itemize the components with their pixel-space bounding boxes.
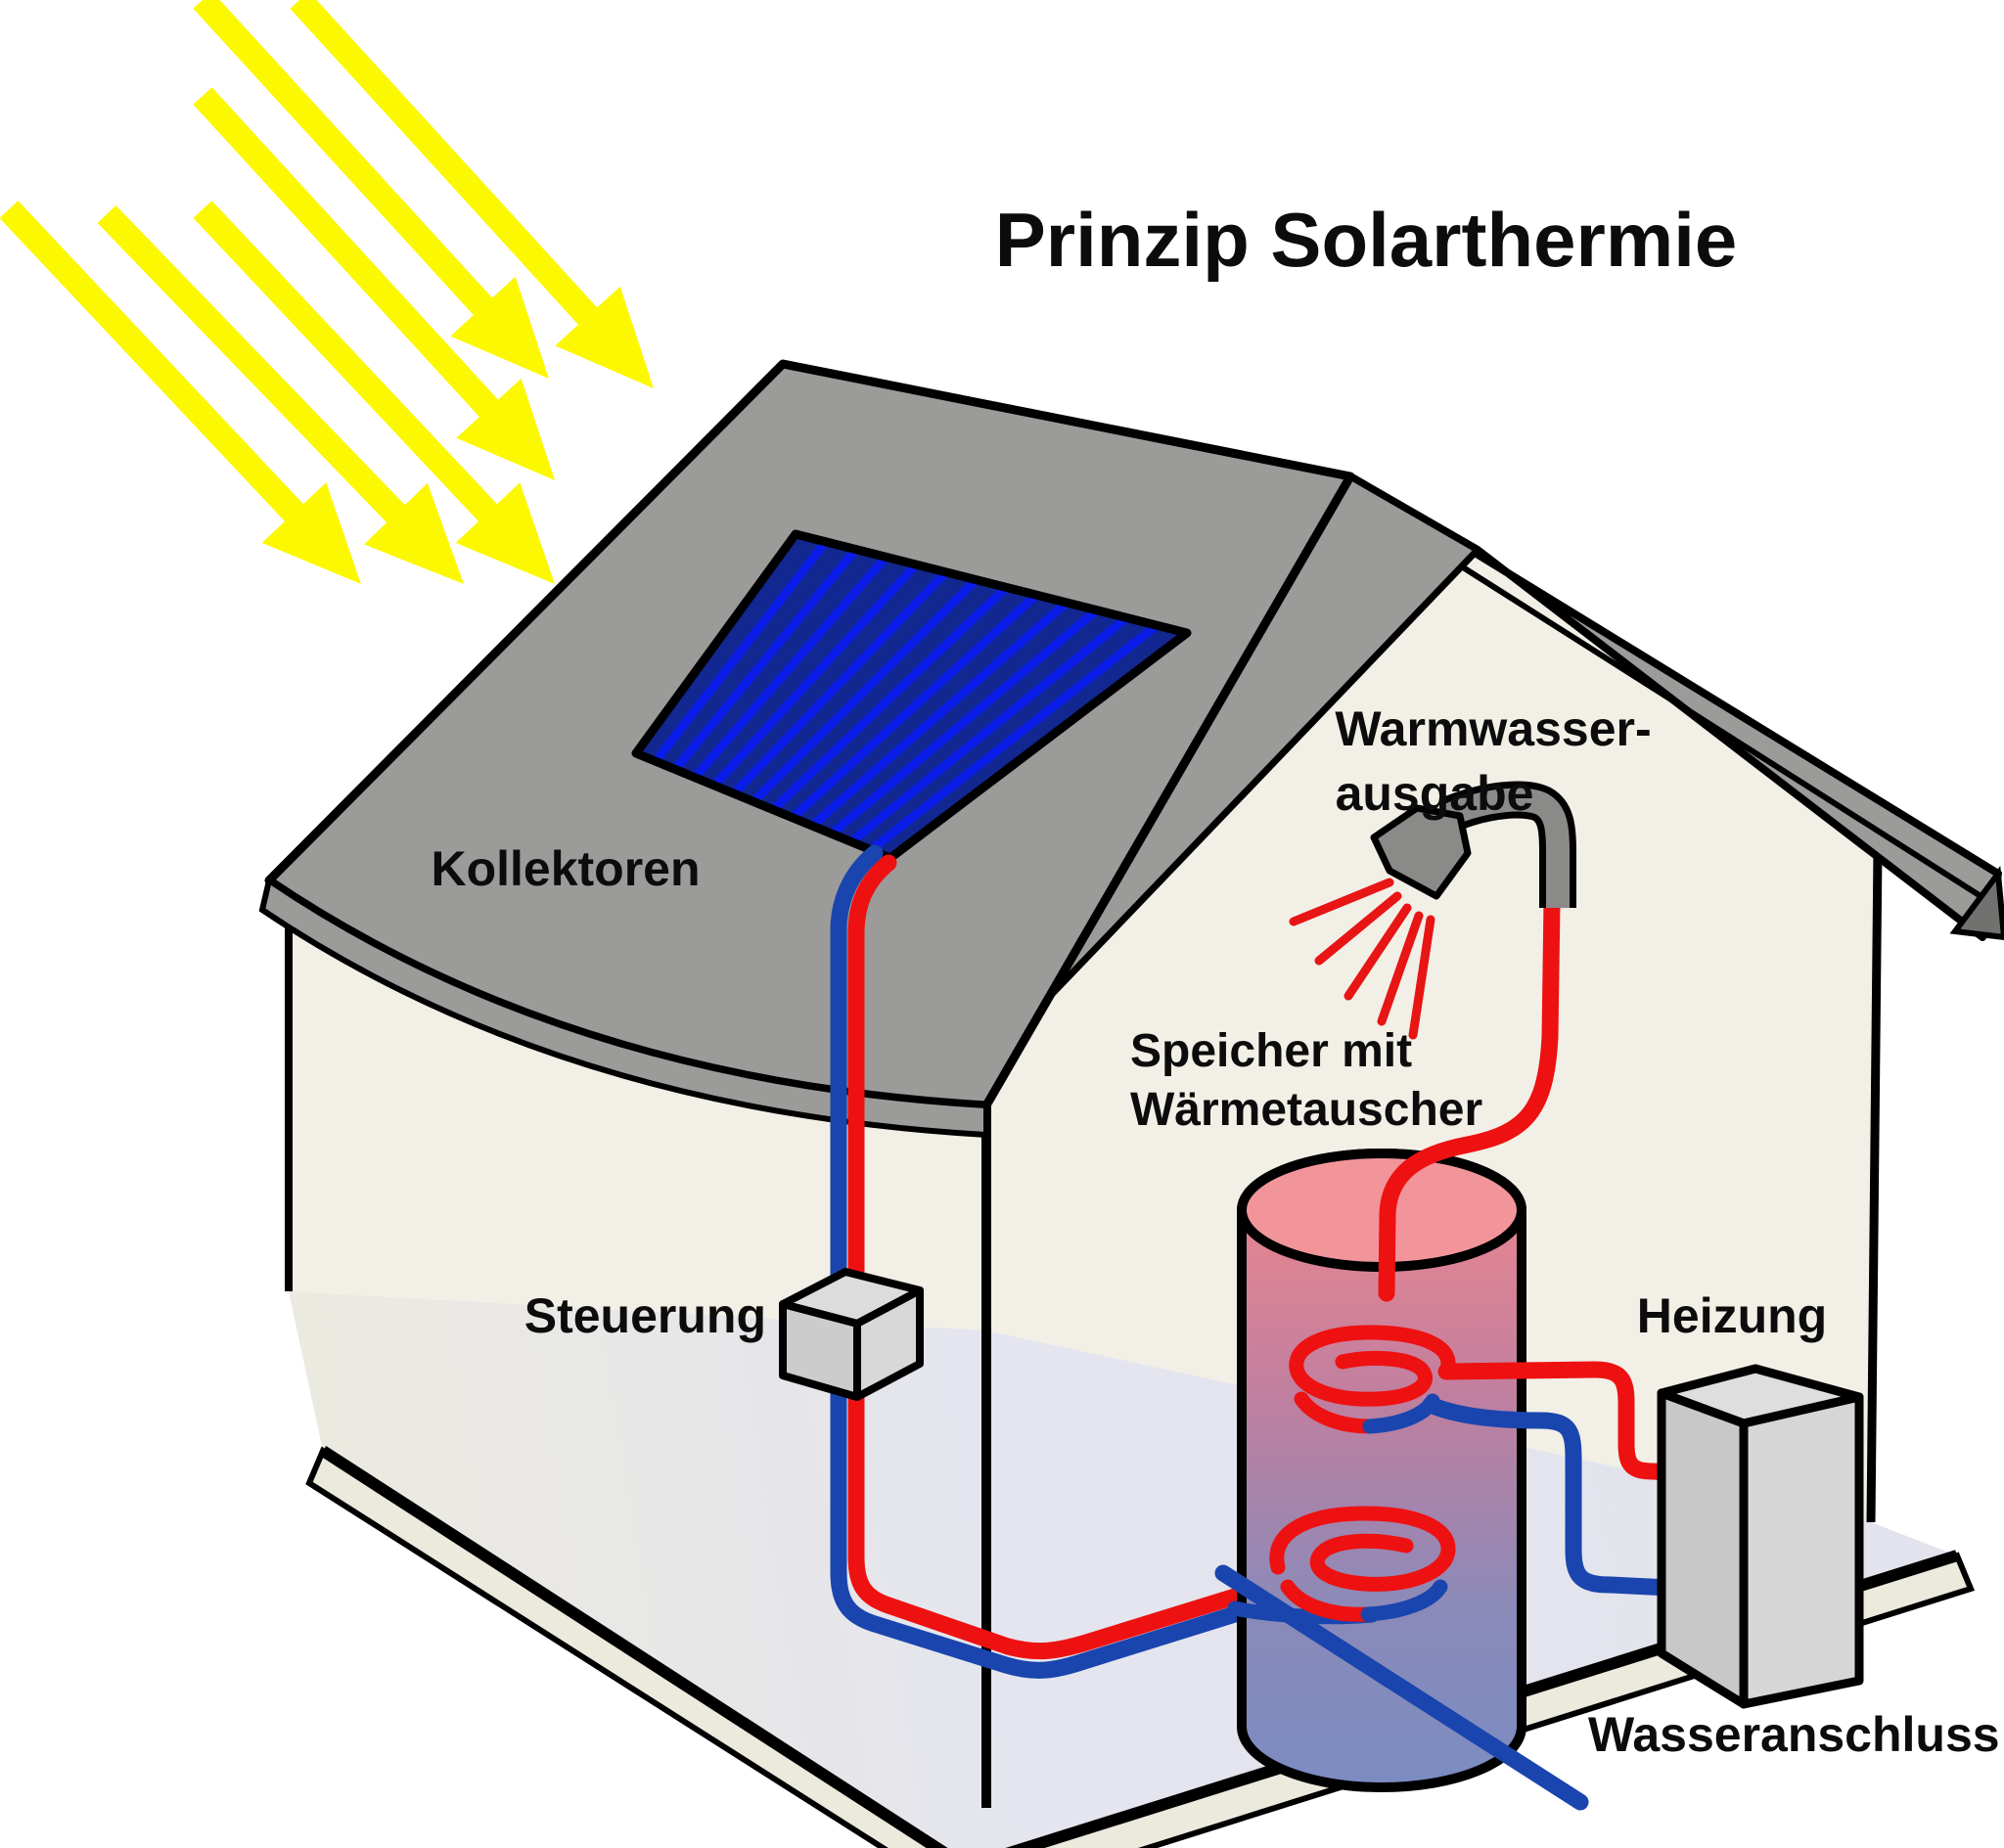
platform-side-face <box>305 1446 1976 1848</box>
label-storage-2: Wärmetauscher <box>1130 1084 1482 1136</box>
gable-wall <box>986 550 1878 1522</box>
shower-spray <box>1289 878 1435 1040</box>
diagram-title: Prinzip Solarthermie <box>995 197 1738 283</box>
roof-right-tip <box>1949 865 2004 941</box>
lower-heat-exchanger-coil <box>1227 1506 1456 1625</box>
pipe-hot-water-riser <box>1378 893 1561 1302</box>
sun-ray-arrow-icon <box>97 204 464 584</box>
label-water-connection: Wasseranschluss <box>1588 1707 2000 1762</box>
label-heating: Heizung <box>1637 1288 1827 1343</box>
control-unit-box <box>779 1268 924 1401</box>
shower-head-icon <box>1370 781 1576 908</box>
platform-front-edge <box>319 1445 1959 1848</box>
sun-ray-arrow-icon <box>0 201 361 584</box>
collector-panel-stripes <box>652 539 1160 854</box>
pipe-solar-return-cold <box>830 844 1244 1679</box>
floor <box>289 1291 1957 1848</box>
roof-eave-fascia <box>258 876 989 1139</box>
collector-panel <box>631 529 1192 863</box>
sun-rays <box>0 0 654 584</box>
sun-ray-arrow-icon <box>193 0 549 379</box>
pipe-heating-supply-hot <box>1437 1361 1690 1482</box>
gable-wall-right-edge <box>1866 848 1883 1523</box>
label-hot-water-2: ausgabe <box>1336 766 1534 821</box>
roof-right-band-line <box>1364 503 1990 904</box>
heater-box <box>1657 1364 1864 1709</box>
label-storage-1: Speicher mit <box>1130 1025 1412 1077</box>
sun-ray-arrow-icon <box>290 0 654 388</box>
upper-heat-exchanger-coil <box>1289 1325 1456 1434</box>
sun-ray-arrow-icon <box>193 87 555 480</box>
label-hot-water-1: Warmwasser- <box>1335 701 1651 756</box>
label-control: Steuerung <box>524 1288 766 1343</box>
label-collectors: Kollektoren <box>431 841 700 896</box>
pipe-heating-return-cold <box>1422 1396 1698 1598</box>
sun-ray-arrow-icon <box>193 201 555 584</box>
